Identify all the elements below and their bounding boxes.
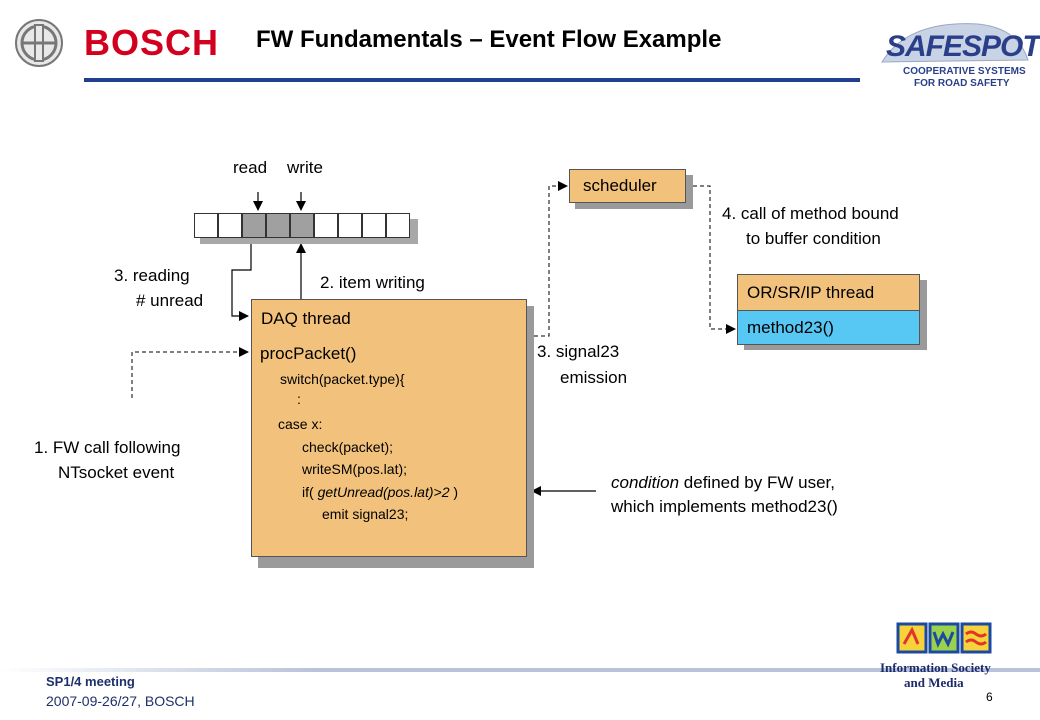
daq-title: DAQ thread: [261, 309, 351, 328]
footer-date: 2007-09-26/27, BOSCH: [46, 693, 195, 709]
page-number: 6: [986, 690, 993, 704]
info-society-line1: Information Society: [880, 660, 991, 675]
safespot-logo: [881, 23, 1030, 98]
footer-rule: [0, 668, 1040, 672]
buffer-cell: [314, 213, 338, 238]
proc-packet: procPacket(): [260, 344, 357, 363]
thread-title: OR/SR/IP thread: [747, 283, 875, 302]
call-label-2: to buffer condition: [746, 229, 881, 248]
information-society-logo: [896, 622, 992, 654]
method-label: method23(): [747, 318, 834, 337]
buffer-cell: [194, 213, 218, 238]
safespot-subtitle-2: FOR ROAD SAFETY: [914, 78, 1010, 89]
code-line-case: case x:: [278, 416, 323, 432]
fw-call-label-2: NTsocket event: [58, 463, 175, 482]
code-line-emit: emit signal23;: [322, 506, 409, 522]
call-label-1: 4. call of method bound: [722, 204, 899, 223]
buffer-cell: [386, 213, 410, 238]
buffer-cell: [338, 213, 362, 238]
buffer-cell: [218, 213, 242, 238]
code-line-switch: switch(packet.type){: [280, 371, 405, 387]
method-box: [737, 310, 920, 345]
signal-label-1: 3. signal23: [537, 342, 620, 361]
fw-call-label-1: 1. FW call following: [34, 438, 181, 457]
header-rule: [84, 78, 860, 82]
buffer-cell: [266, 213, 290, 238]
reading-label-1: 3. reading: [114, 266, 190, 285]
thread-box: [737, 274, 920, 311]
signal-label-2: emission: [560, 368, 628, 387]
write-label: write: [287, 158, 323, 177]
reading-label-2: # unread: [136, 291, 204, 310]
page-title: FW Fundamentals – Event Flow Example: [256, 26, 722, 53]
bosch-armature-logo: [15, 19, 63, 67]
fw-call-arrow: [131, 347, 249, 398]
read-label: read: [233, 158, 268, 177]
daq-thread-box: [251, 299, 527, 557]
reading-arrow: [231, 241, 252, 321]
signal-arrow: [527, 181, 568, 337]
code-line-if: if( getUnread(pos.lat)>2 ): [302, 484, 459, 500]
buffer-cell-read: [242, 213, 266, 238]
bosch-wordmark: BOSCH: [84, 22, 220, 63]
footer-meeting: SP1/4 meeting: [46, 674, 135, 689]
condition-label-1: condition defined by FW user,: [611, 473, 835, 492]
scheduler-box: [569, 169, 686, 203]
condition-label-2: which implements method23(): [611, 497, 838, 516]
item-writing-label: 2. item writing: [320, 273, 425, 292]
info-society-line2: and Media: [904, 675, 964, 690]
code-line-ellipsis: :: [297, 391, 301, 407]
code-line-write: writeSM(pos.lat);: [302, 461, 408, 477]
scheduler-label: scheduler: [583, 176, 657, 195]
safespot-wordmark: SAFESPOT: [886, 30, 1040, 63]
buffer-cell: [362, 213, 386, 238]
safespot-subtitle-1: COOPERATIVE SYSTEMS: [903, 66, 1026, 77]
buffer-cell-write: [290, 213, 314, 238]
condition-expression: getUnread(pos.lat)>2: [317, 484, 450, 500]
code-line-check: check(packet);: [302, 439, 394, 455]
